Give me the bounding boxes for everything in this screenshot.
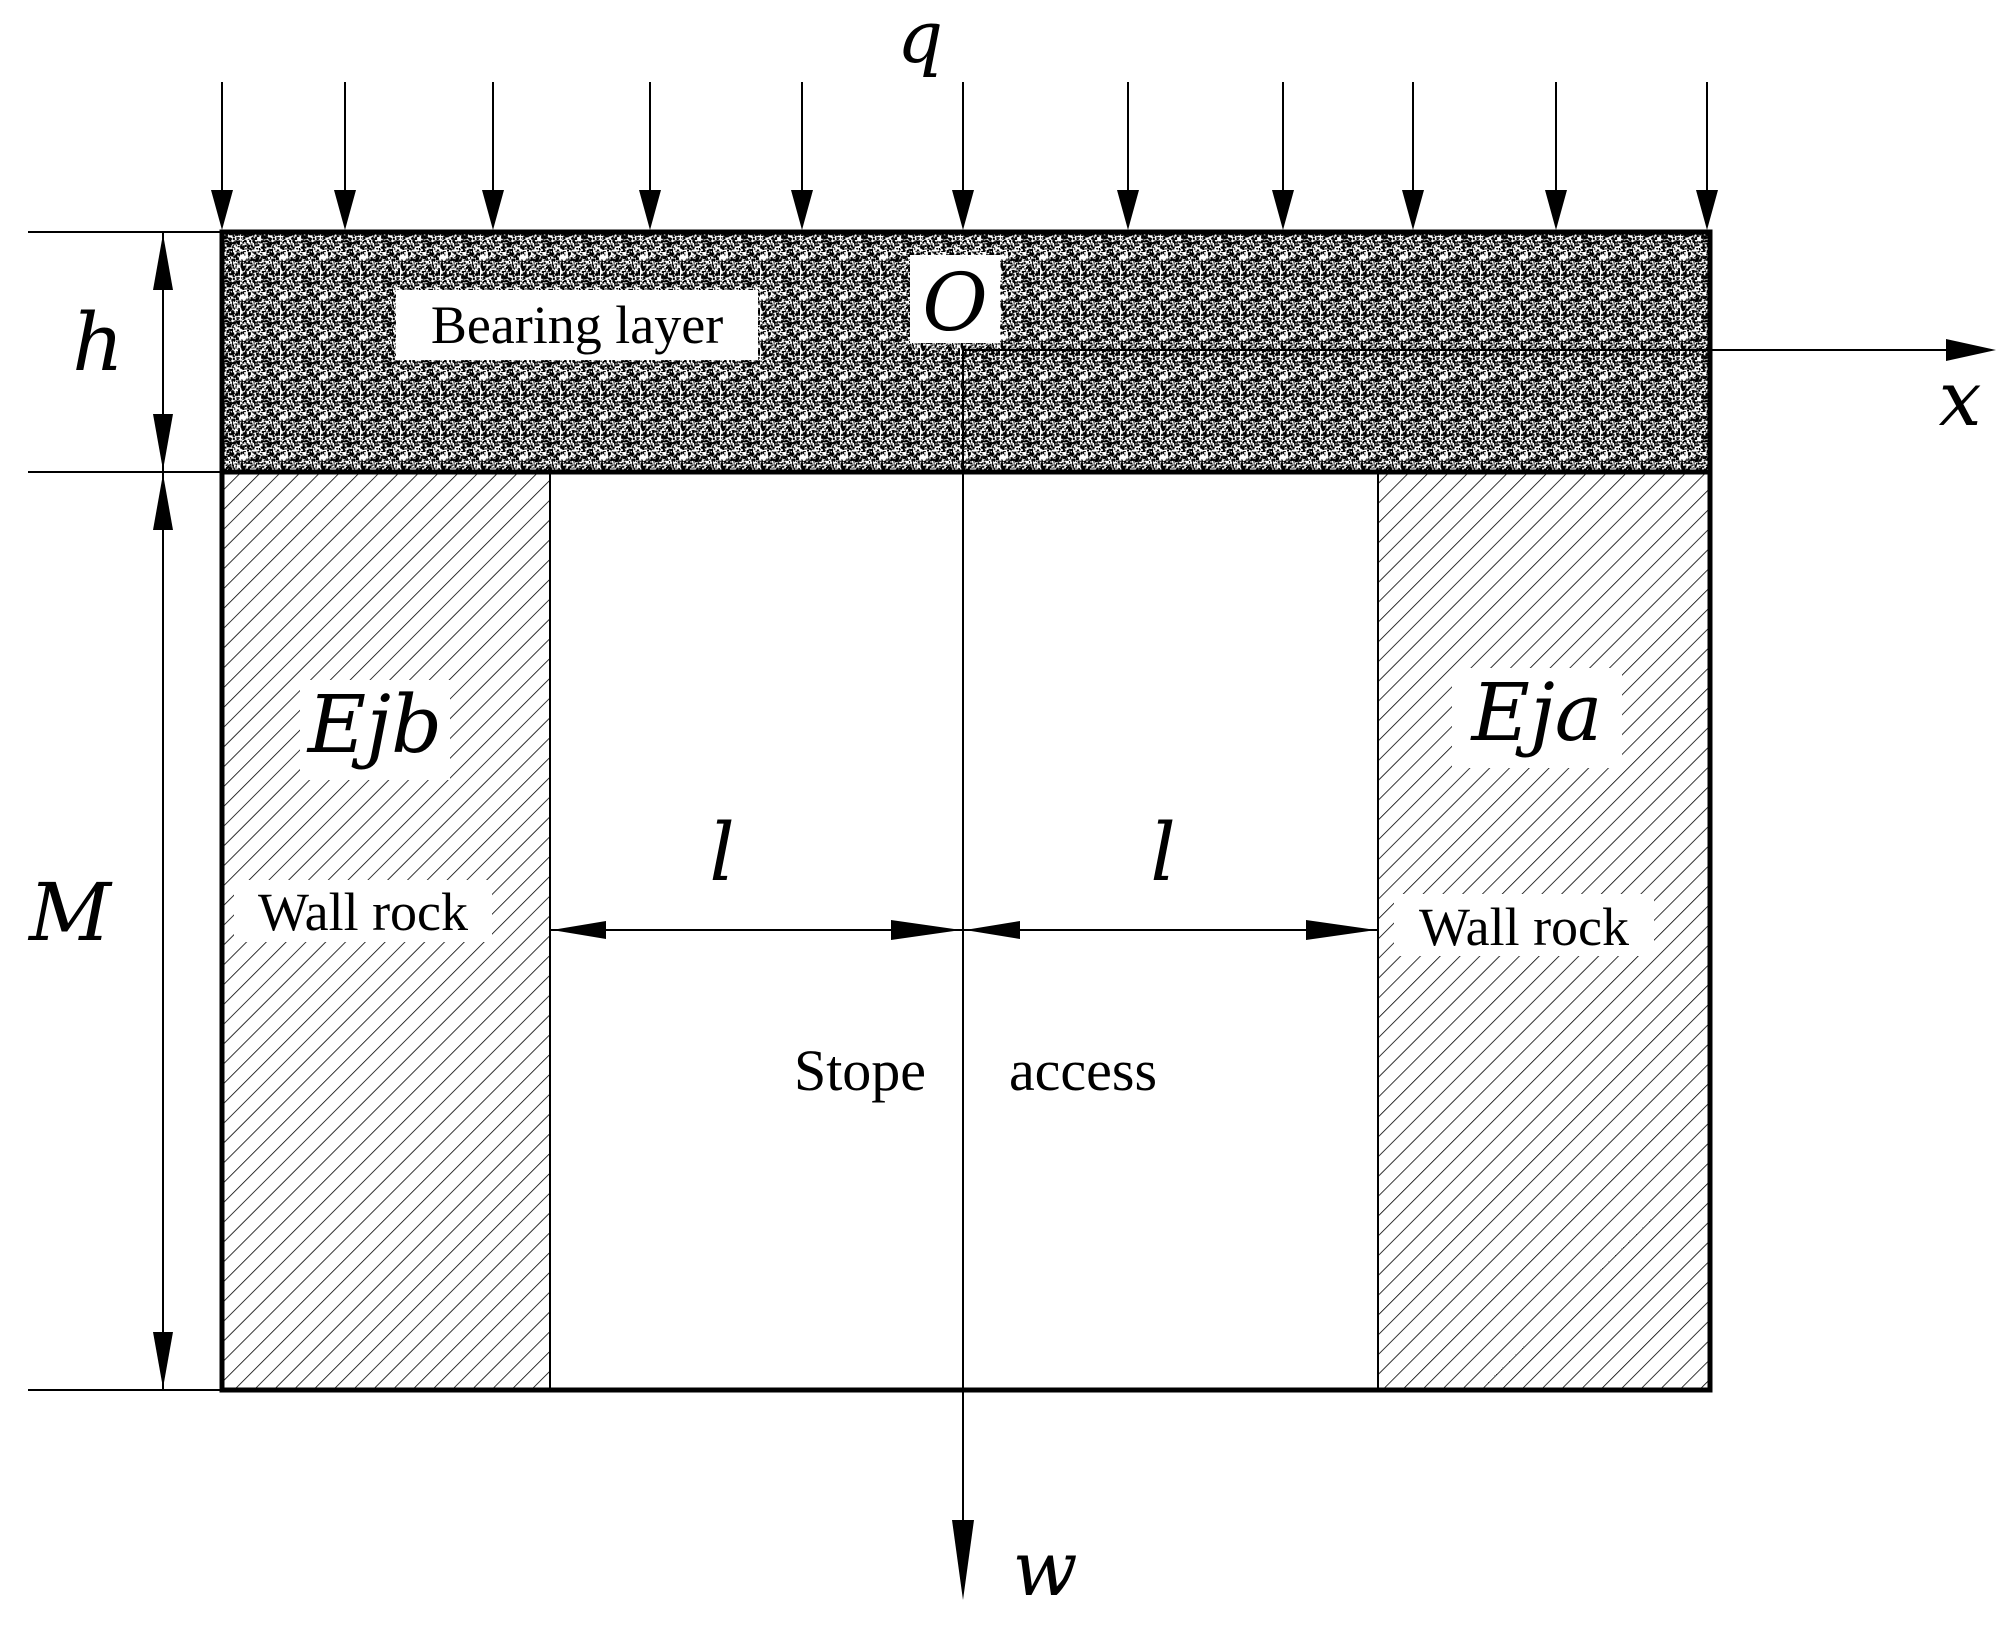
height-m-label: M: [27, 866, 113, 959]
load-q-label: q: [897, 0, 943, 79]
l-right-arrowhead-right: [1306, 920, 1376, 940]
bearing-layer-label: Bearing layer: [431, 295, 723, 355]
load-arrow-head: [952, 190, 974, 230]
distributed-load-arrows: [211, 82, 1718, 230]
load-arrow-head: [482, 190, 504, 230]
load-arrow-head: [1272, 190, 1294, 230]
load-arrow-head: [1696, 190, 1718, 230]
load-arrow-head: [1117, 190, 1139, 230]
load-arrow-head: [639, 190, 661, 230]
thickness-h-label: h: [72, 296, 124, 389]
l-right-arrowhead-left: [965, 921, 1020, 939]
stope-label: Stope: [794, 1038, 926, 1103]
origin-o-label: O: [922, 256, 988, 349]
wall-rock-left-label-plate: [234, 880, 492, 942]
half-span-l-left-label: l: [709, 806, 735, 899]
wall-rock-right-label: Wall rock: [1419, 897, 1629, 957]
bearing-layer-label-plate: [396, 290, 758, 360]
x-axis-label: x: [1939, 354, 1982, 443]
load-arrow-head: [1402, 190, 1424, 230]
load-arrow-head: [1545, 190, 1567, 230]
h-arrowhead-top: [153, 234, 173, 290]
half-span-l-right-label: l: [1150, 806, 1176, 899]
access-label: access: [1009, 1038, 1157, 1103]
w-axis-arrowhead: [952, 1520, 974, 1600]
load-arrow-head: [791, 190, 813, 230]
x-axis-arrowhead: [1946, 339, 1996, 361]
m-arrowhead-bottom: [153, 1332, 173, 1388]
modulus-eja-label: Eja: [1470, 666, 1603, 759]
l-left-arrowhead-left: [552, 921, 606, 939]
modulus-ejb-label: Ejb: [306, 678, 442, 771]
origin-label-plate: [910, 255, 1000, 343]
m-arrowhead-top: [153, 474, 173, 530]
wall-rock-left-label: Wall rock: [258, 882, 468, 942]
model-outline: [219, 229, 1713, 1393]
ejb-label-plate: [300, 680, 450, 780]
l-left-arrowhead-right: [891, 920, 961, 940]
load-arrow-head: [334, 190, 356, 230]
h-arrowhead-bottom: [153, 414, 173, 470]
w-axis-label: w: [1012, 1524, 1077, 1613]
load-arrow-head: [211, 190, 233, 230]
eja-label-plate: [1452, 668, 1622, 768]
wall-rock-right-label-plate: [1394, 894, 1654, 956]
